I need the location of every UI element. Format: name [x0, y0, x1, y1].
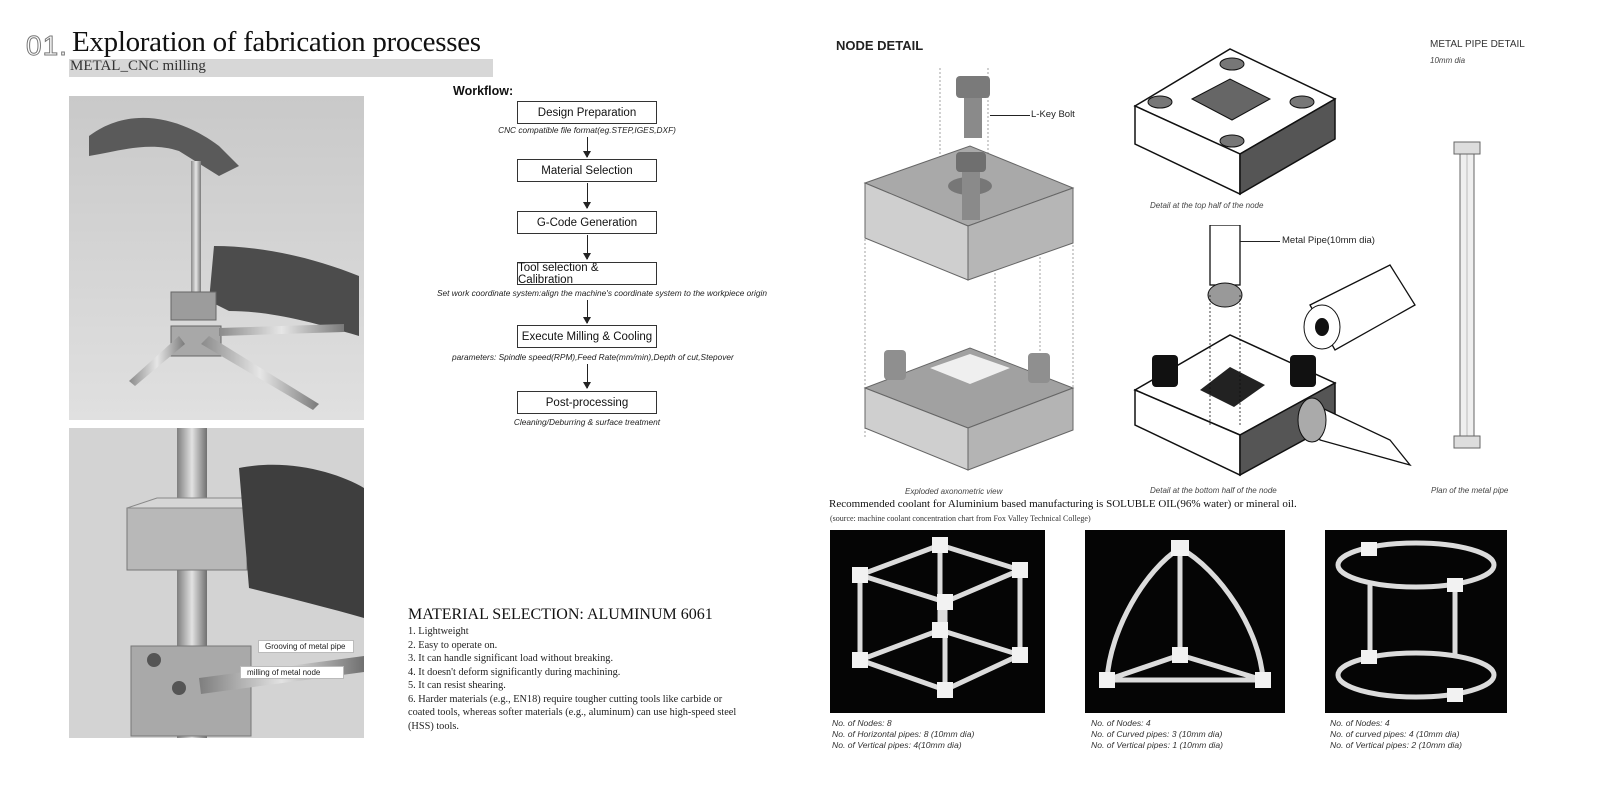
- pipe-detail-title: METAL PIPE DETAIL: [1430, 39, 1525, 50]
- caption-top-half: Detail at the top half of the node: [1150, 201, 1264, 210]
- exploded-axonometric-drawing: [860, 68, 1090, 478]
- label-grooving: Grooving of metal pipe: [258, 640, 354, 653]
- render-cylinder-frame: [1325, 530, 1507, 713]
- render-specs-3: No. of Nodes: 4 No. of curved pipes: 4 (…: [1330, 718, 1462, 751]
- caption-bottom-half: Detail at the bottom half of the node: [1150, 486, 1277, 495]
- photo-milling: [69, 428, 364, 738]
- render-specs-2: No. of Nodes: 4 No. of Curved pipes: 3 (…: [1091, 718, 1223, 751]
- list-item: 1. Lightweight: [408, 626, 469, 637]
- spec-line: No. of curved pipes: 4 (10mm dia): [1330, 729, 1460, 739]
- render-dome-frame: [1085, 530, 1285, 713]
- material-list: 1. Lightweight 2. Easy to operate on. 3.…: [408, 625, 743, 733]
- workflow-step-gcode: G-Code Generation: [517, 211, 657, 234]
- spec-line: No. of Nodes: 4: [1091, 718, 1151, 728]
- bottom-half-drawing: [1130, 224, 1420, 480]
- workflow-step-tool: Tool selection & Calibration: [517, 262, 657, 286]
- coolant-source: (source: machine coolant concentration c…: [830, 514, 1091, 523]
- workflow-step-design: Design Preparation: [517, 101, 657, 124]
- pipe-plan-drawing: [1450, 140, 1490, 450]
- node-detail-title: NODE DETAIL: [836, 38, 924, 53]
- list-item: 6. Harder materials (e.g., EN18) require…: [408, 693, 737, 732]
- workflow-note-execute: parameters: Spindle speed(RPM),Feed Rate…: [452, 352, 734, 362]
- workflow-title: Workflow:: [453, 84, 514, 98]
- section-number: 01.: [26, 30, 68, 62]
- spec-line: No. of Nodes: 4: [1330, 718, 1390, 728]
- subtitle-highlight: [69, 59, 493, 77]
- spec-line: No. of Curved pipes: 3 (10mm dia): [1091, 729, 1223, 739]
- spec-line: No. of Vertical pipes: 1 (10mm dia): [1091, 740, 1223, 750]
- render-cube-frame: [830, 530, 1045, 713]
- list-item: 4. It doesn't deform significantly durin…: [408, 666, 621, 678]
- caption-pipe-plan: Plan of the metal pipe: [1431, 486, 1509, 495]
- workflow-note-design: CNC compatible file format(eg.STEP,IGES,…: [498, 125, 676, 135]
- material-title: MATERIAL SELECTION: ALUMINUM 6061: [408, 606, 713, 623]
- workflow-note-post: Cleaning/Deburring & surface treatment: [513, 417, 661, 427]
- page-subtitle: METAL_CNC milling: [70, 58, 206, 74]
- pipe-label: Metal Pipe(10mm dia): [1282, 235, 1375, 246]
- top-half-drawing: [1130, 44, 1350, 199]
- list-item: 3. It can handle significant load withou…: [408, 653, 614, 664]
- photo-assembly: [69, 96, 364, 420]
- render-specs-1: No. of Nodes: 8 No. of Horizontal pipes:…: [832, 718, 974, 751]
- page-title: Exploration of fabrication processes: [72, 26, 481, 58]
- workflow-step-execute: Execute Milling & Cooling: [517, 325, 657, 348]
- bolt-label: L-Key Bolt: [1031, 109, 1075, 120]
- workflow-step-post: Post-processing: [517, 391, 657, 414]
- spec-line: No. of Horizontal pipes: 8 (10mm dia): [832, 729, 975, 739]
- label-milling-node: milling of metal node: [240, 666, 344, 679]
- bolt-callout-line: [990, 115, 1030, 116]
- spec-line: No. of Vertical pipes: 4(10mm dia): [832, 740, 962, 750]
- workflow-note-tool: Set work coordinate system:align the mac…: [437, 288, 767, 298]
- list-item: 5. It can resist shearing.: [408, 680, 506, 691]
- coolant-note: Recommended coolant for Aluminium based …: [829, 498, 1297, 510]
- pipe-detail-subtitle: 10mm dia: [1430, 56, 1466, 65]
- workflow-step-material: Material Selection: [517, 159, 657, 182]
- pipe-callout-line: [1240, 241, 1280, 242]
- spec-line: No. of Vertical pipes: 2 (10mm dia): [1330, 740, 1462, 750]
- list-item: 2. Easy to operate on.: [408, 639, 498, 651]
- caption-exploded: Exploded axonometric view: [905, 487, 1003, 496]
- spec-line: No. of Nodes: 8: [832, 718, 892, 728]
